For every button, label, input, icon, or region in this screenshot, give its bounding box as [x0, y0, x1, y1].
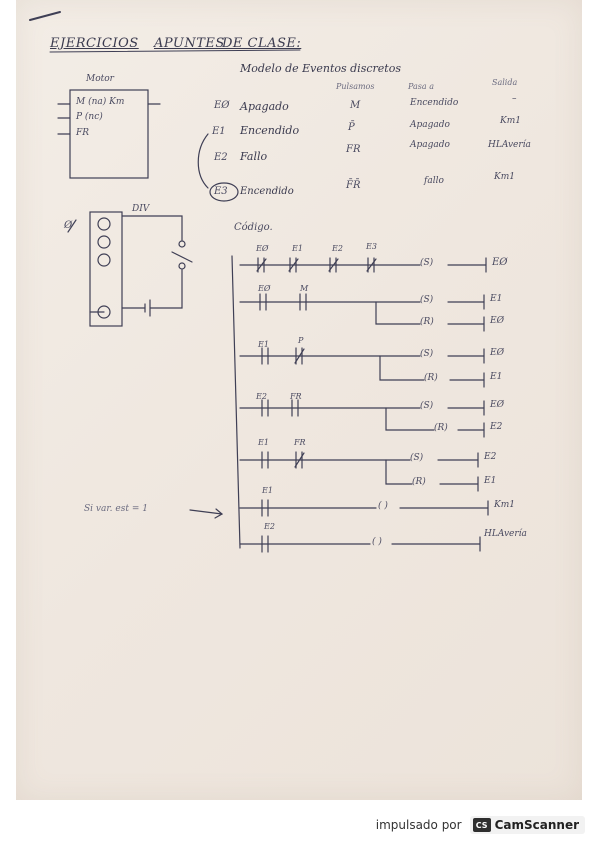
rung6-coil: ( ) — [378, 501, 388, 511]
rung5-contact-fr: FR — [294, 438, 306, 447]
rung4-target-s: EØ — [490, 400, 504, 410]
rung5-coil-s: (S) — [410, 453, 424, 463]
state-e0-id: EØ — [214, 100, 230, 111]
rung4-target-r: E2 — [490, 422, 503, 432]
corner-mark — [29, 11, 61, 21]
state-e1-name: Encendido — [240, 124, 300, 137]
camscanner-logo-icon: CS — [472, 818, 491, 832]
state-e0-name: Apagado — [240, 100, 289, 113]
heading-apuntes: APUNTES — [154, 36, 225, 51]
rung5-target-s: E2 — [484, 452, 497, 462]
rung5-coil-r: (R) — [412, 477, 426, 487]
rung2-coil-r: (R) — [420, 317, 434, 327]
codigo-title: Código. — [234, 222, 273, 233]
rung4-coil-r: (R) — [434, 423, 448, 433]
rung3-target-r: E1 — [490, 372, 503, 382]
state-e3-id: E3 — [214, 186, 228, 197]
rung6-target: Km1 — [494, 500, 515, 510]
notebook-page — [16, 0, 582, 800]
camscanner-brand: CamScanner — [494, 818, 579, 832]
rung2-target-s: E1 — [490, 294, 503, 304]
footer-branding: impulsado por CS CamScanner — [376, 816, 585, 834]
camscanner-badge[interactable]: CS CamScanner — [469, 816, 585, 834]
div-label: DIV — [132, 204, 150, 214]
title-underline — [49, 49, 301, 53]
rung1-contact-e0: EØ — [256, 244, 269, 253]
state-e2-id: E2 — [214, 152, 228, 163]
rung7-target: HLAvería — [484, 529, 527, 539]
rung1-contact-e3: E3 — [366, 242, 377, 251]
rung1-coil: (S) — [420, 258, 434, 268]
state-e3-out: Km1 — [494, 172, 515, 182]
heading-de-clase: DE CLASE: — [222, 36, 302, 51]
state-e1-pulse: P̄ — [348, 122, 355, 133]
rung6-contact-e1: E1 — [262, 486, 273, 495]
rung2-contact-m: M — [300, 284, 309, 293]
powered-by-text: impulsado por — [375, 818, 462, 832]
state-e1-id: E1 — [212, 126, 226, 137]
side-note: Si var. est = 1 — [84, 504, 148, 514]
rung3-coil-r: (R) — [424, 373, 438, 383]
rung2-target-r: EØ — [490, 316, 504, 326]
state-e3-circle — [209, 182, 239, 202]
state-e1-out: Km1 — [500, 116, 521, 126]
state-e2-pulse: FR — [346, 144, 361, 155]
state-e2-name: Fallo — [240, 150, 268, 163]
rung1-contact-e2: E2 — [332, 244, 343, 253]
rung3-contact-e1: E1 — [258, 340, 269, 349]
col-salida: Salida — [492, 78, 518, 87]
state-e0-out: – — [512, 94, 517, 104]
state-e1-to: Apagado — [410, 120, 450, 130]
rung4-contact-e2: E2 — [256, 392, 267, 401]
state-e0-pulse: M — [350, 100, 361, 111]
rung1-target: EØ — [492, 257, 508, 268]
rung3-coil-s: (S) — [420, 349, 434, 359]
rung5-target-r: E1 — [484, 476, 497, 486]
scanner-footer: impulsado por CS CamScanner — [0, 800, 599, 848]
rung7-coil: ( ) — [372, 537, 382, 547]
motor-input-p: P (nc) — [76, 112, 103, 122]
phi-symbol: Ø — [64, 220, 73, 231]
rung4-coil-s: (S) — [420, 401, 434, 411]
motor-input-m: M (na) Km — [76, 97, 125, 107]
rung3-target-s: EØ — [490, 348, 504, 358]
col-pasa-a: Pasa a — [408, 82, 434, 91]
rung5-contact-e1: E1 — [258, 438, 269, 447]
rung2-contact-e0: EØ — [258, 284, 271, 293]
state-e0-to: Encendido — [410, 98, 459, 108]
state-bracket — [197, 133, 209, 189]
col-pulsamos: Pulsamos — [336, 82, 375, 91]
state-e2-to: Apagado — [410, 140, 450, 150]
state-e3-name: Encendido — [240, 186, 294, 197]
motor-input-fr: FR — [76, 128, 90, 138]
state-e3-to: fallo — [424, 176, 444, 186]
rung3-contact-p: P — [298, 336, 304, 345]
state-e3-pulse: F̄R̄ — [346, 180, 361, 191]
motor-label: Motor — [86, 74, 114, 84]
model-title: Modelo de Eventos discretos — [240, 62, 401, 75]
heading-ejercicios: EJERCICIOS — [50, 36, 139, 51]
rung1-contact-e1: E1 — [292, 244, 303, 253]
terminal-strip — [89, 211, 123, 327]
state-e2-out: HLAvería — [488, 140, 531, 150]
rung2-coil-s: (S) — [420, 295, 434, 305]
rung4-contact-fr: FR — [290, 392, 302, 401]
ink-drawings — [29, 11, 489, 553]
ladder-left-rail — [231, 255, 241, 549]
rung7-contact-e2: E2 — [264, 522, 275, 531]
